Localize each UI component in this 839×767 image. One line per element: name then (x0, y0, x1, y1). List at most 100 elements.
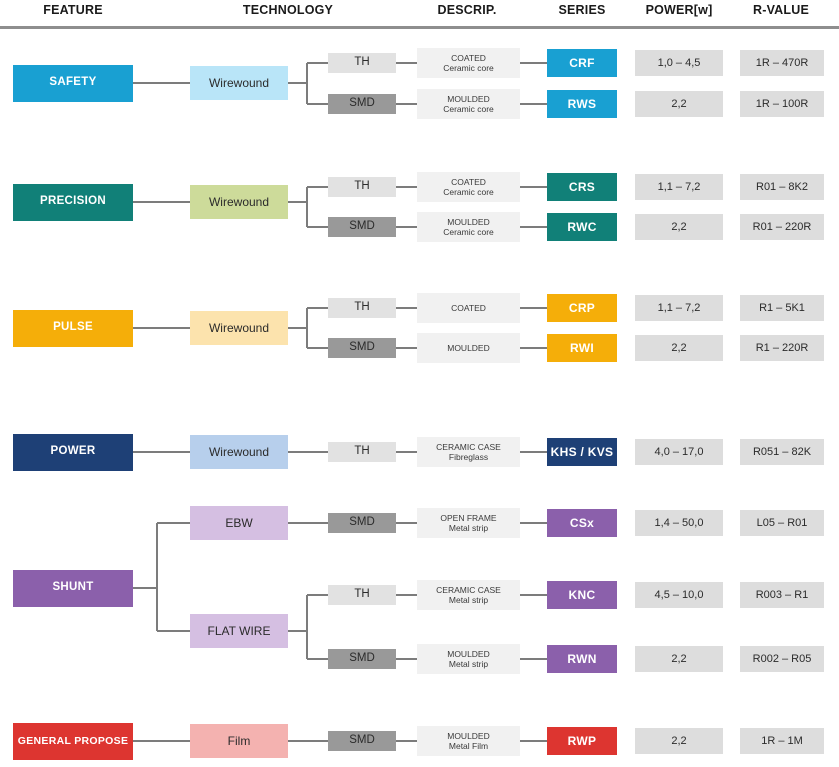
connector-line-horizontal (520, 522, 547, 524)
feature-box-pulse[interactable]: PULSE (13, 309, 133, 347)
connector-line-horizontal (396, 307, 417, 309)
series-box[interactable]: RWN (547, 645, 617, 673)
connector-line-horizontal (288, 451, 328, 453)
description-line-1: MOULDED (447, 342, 490, 353)
power-value-box: 2,2 (635, 728, 723, 754)
mount-box-th[interactable]: TH (328, 177, 396, 197)
feature-box-shunt[interactable]: SHUNT (13, 569, 133, 607)
technology-box-precision[interactable]: Wirewound (190, 185, 288, 219)
mount-box-smd[interactable]: SMD (328, 649, 396, 669)
r-value-box: L05 – R01 (740, 510, 824, 536)
technology-box-pulse[interactable]: Wirewound (190, 311, 288, 345)
connector-line-horizontal (520, 740, 547, 742)
connector-line-horizontal (396, 522, 417, 524)
connector-line-horizontal (288, 327, 307, 329)
technology-box-general[interactable]: Film (190, 724, 288, 758)
column-header-series: SERIES (558, 3, 606, 17)
series-box[interactable]: RWS (547, 90, 617, 118)
series-box[interactable]: RWP (547, 727, 617, 755)
connector-line-horizontal (520, 226, 547, 228)
r-value-box: R1 – 220R (740, 335, 824, 361)
connector-line-horizontal (157, 522, 190, 524)
connector-line-horizontal (396, 740, 417, 742)
column-header-feature: FEATURE (43, 3, 103, 17)
description-line-1: COATED (451, 176, 486, 187)
feature-box-general[interactable]: GENERAL PROPOSE (13, 722, 133, 760)
r-value-box: R002 – R05 (740, 646, 824, 672)
description-line-2: Fibreglass (448, 452, 489, 462)
connector-line-horizontal (157, 630, 190, 632)
description-line-1: COATED (451, 52, 486, 63)
mount-box-smd[interactable]: SMD (328, 731, 396, 751)
power-value-box: 2,2 (635, 646, 723, 672)
power-value-box: 2,2 (635, 214, 723, 240)
technology-box-shunt-1[interactable]: FLAT WIRE (190, 614, 288, 648)
description-line-2: Ceramic core (443, 104, 494, 114)
r-value-box: 1R – 470R (740, 50, 824, 76)
connector-line-horizontal (288, 630, 307, 632)
connector-line-horizontal (133, 82, 190, 84)
power-value-box: 4,0 – 17,0 (635, 439, 723, 465)
connector-line-horizontal (307, 226, 328, 228)
connector-line-horizontal (520, 658, 547, 660)
series-box[interactable]: CRP (547, 294, 617, 322)
column-header-technology: TECHNOLOGY (242, 3, 334, 17)
description-line-1: CERAMIC CASE (436, 584, 501, 595)
r-value-box: R051 – 82K (740, 439, 824, 465)
series-box[interactable]: CSx (547, 509, 617, 537)
connector-line-horizontal (288, 740, 328, 742)
mount-box-smd[interactable]: SMD (328, 217, 396, 237)
connector-line-vertical (306, 595, 308, 659)
series-box[interactable]: CRF (547, 49, 617, 77)
r-value-box: R01 – 220R (740, 214, 824, 240)
description-box: COATED (417, 293, 520, 323)
mount-box-smd[interactable]: SMD (328, 513, 396, 533)
connector-line-horizontal (520, 62, 547, 64)
feature-box-safety[interactable]: SAFETY (13, 64, 133, 102)
r-value-box: R1 – 5K1 (740, 295, 824, 321)
description-line-1: MOULDED (447, 216, 490, 227)
connector-line-horizontal (307, 347, 328, 349)
description-line-2: Metal strip (448, 595, 489, 605)
feature-box-power[interactable]: POWER (13, 433, 133, 471)
column-header-descrip: DESCRIP. (437, 3, 497, 17)
series-box[interactable]: KHS / KVS (547, 438, 617, 466)
technology-box-shunt-0[interactable]: EBW (190, 506, 288, 540)
power-value-box: 1,1 – 7,2 (635, 295, 723, 321)
r-value-box: 1R – 100R (740, 91, 824, 117)
connector-line-horizontal (133, 587, 157, 589)
mount-box-th[interactable]: TH (328, 585, 396, 605)
mount-box-smd[interactable]: SMD (328, 94, 396, 114)
connector-line-horizontal (396, 658, 417, 660)
connector-line-horizontal (396, 103, 417, 105)
mount-box-th[interactable]: TH (328, 442, 396, 462)
description-box: MOULDED (417, 333, 520, 363)
mount-box-th[interactable]: TH (328, 53, 396, 73)
description-line-2: Metal strip (448, 523, 489, 533)
series-box[interactable]: CRS (547, 173, 617, 201)
connector-line-horizontal (133, 740, 190, 742)
mount-box-th[interactable]: TH (328, 298, 396, 318)
connector-line-horizontal (396, 347, 417, 349)
series-box[interactable]: RWC (547, 213, 617, 241)
power-value-box: 1,4 – 50,0 (635, 510, 723, 536)
description-line-1: MOULDED (447, 648, 490, 659)
description-line-1: OPEN FRAME (440, 512, 497, 523)
connector-line-horizontal (520, 186, 547, 188)
connector-line-horizontal (288, 522, 328, 524)
technology-box-safety[interactable]: Wirewound (190, 66, 288, 100)
connector-line-vertical (306, 63, 308, 104)
connector-line-horizontal (307, 186, 328, 188)
technology-box-power[interactable]: Wirewound (190, 435, 288, 469)
feature-box-precision[interactable]: PRECISION (13, 183, 133, 221)
description-line-2: Metal Film (448, 741, 489, 751)
mount-box-smd[interactable]: SMD (328, 338, 396, 358)
description-line-2: Ceramic core (443, 227, 494, 237)
series-box[interactable]: RWI (547, 334, 617, 362)
series-box[interactable]: KNC (547, 581, 617, 609)
